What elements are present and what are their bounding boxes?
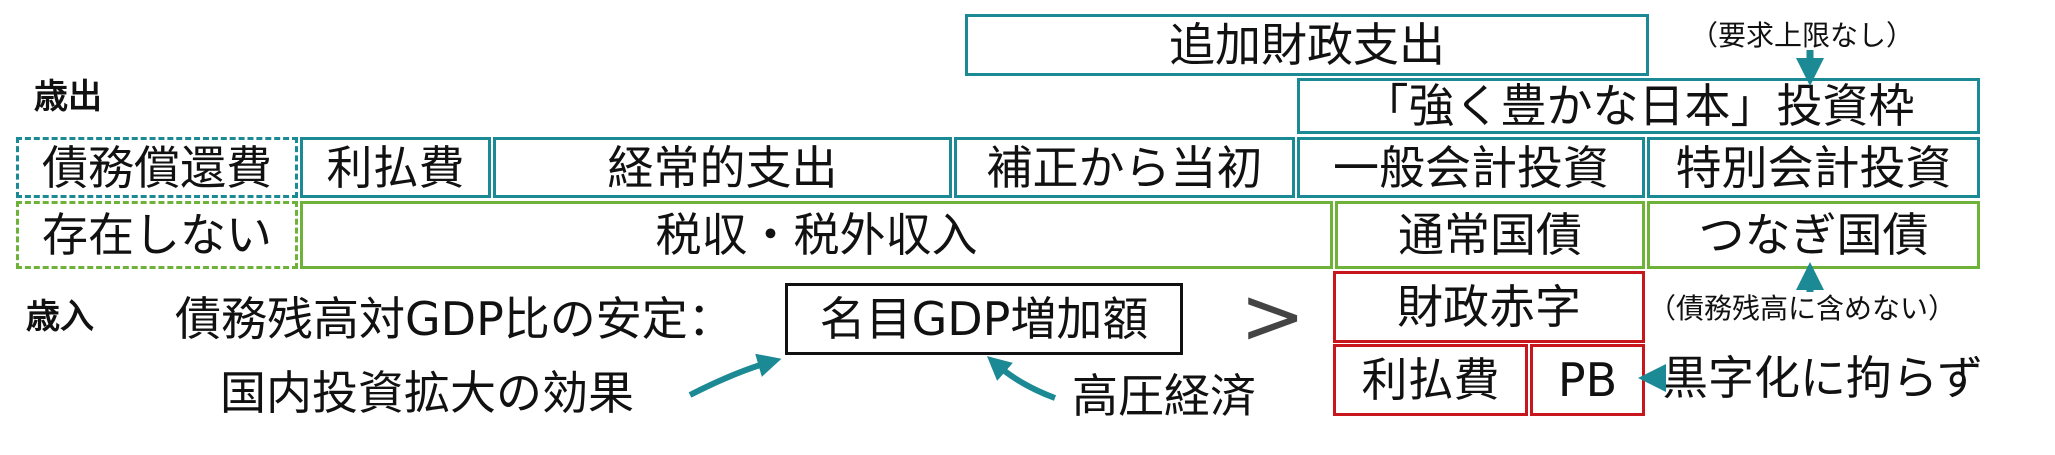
- interest-expense-box: 利払費: [300, 137, 491, 198]
- high-pressure-economy-text: 高圧経済: [1072, 369, 1256, 423]
- fiscal-deficit-box: 財政赤字: [1333, 271, 1645, 343]
- high-pressure-arrow: [986, 356, 1057, 401]
- no-cap-note: （要求上限なし）: [1690, 19, 1915, 52]
- revenue-row-label: 歳入: [26, 297, 94, 337]
- debt-redemption-box: 債務償還費: [16, 137, 298, 198]
- additional-spending-box: 追加財政支出: [965, 14, 1649, 76]
- tax-revenue-box: 税収・税外収入: [300, 201, 1333, 269]
- general-account-investment-box: 一般会計投資: [1297, 137, 1645, 198]
- expenditure-row-label: 歳出: [34, 77, 102, 117]
- excluded-from-debt-note: （債務残高に含めない）: [1648, 292, 1957, 325]
- strong-japan-frame-box: 「強く豊かな日本」投資枠: [1297, 78, 1980, 134]
- nominal-gdp-increase-box: 名目GDP増加額: [785, 283, 1183, 355]
- investment-arrow: [688, 353, 782, 398]
- supplementary-to-initial-box: 補正から当初: [954, 137, 1295, 198]
- interest-expense-red-box: 利払費: [1333, 344, 1528, 416]
- debt-gdp-stability-text: 債務残高対GDP比の安定：: [175, 292, 734, 346]
- not-exist-box: 存在しない: [16, 201, 298, 269]
- special-account-investment-box: 特別会計投資: [1647, 137, 1980, 198]
- pb-surplus-note: 黒字化に拘らず: [1662, 351, 1984, 405]
- recurring-expenditure-box: 経常的支出: [493, 137, 952, 198]
- greater-than-sign: >: [1240, 272, 1306, 362]
- domestic-investment-effect-text: 国内投資拡大の効果: [220, 366, 634, 420]
- normal-bonds-box: 通常国債: [1335, 201, 1645, 269]
